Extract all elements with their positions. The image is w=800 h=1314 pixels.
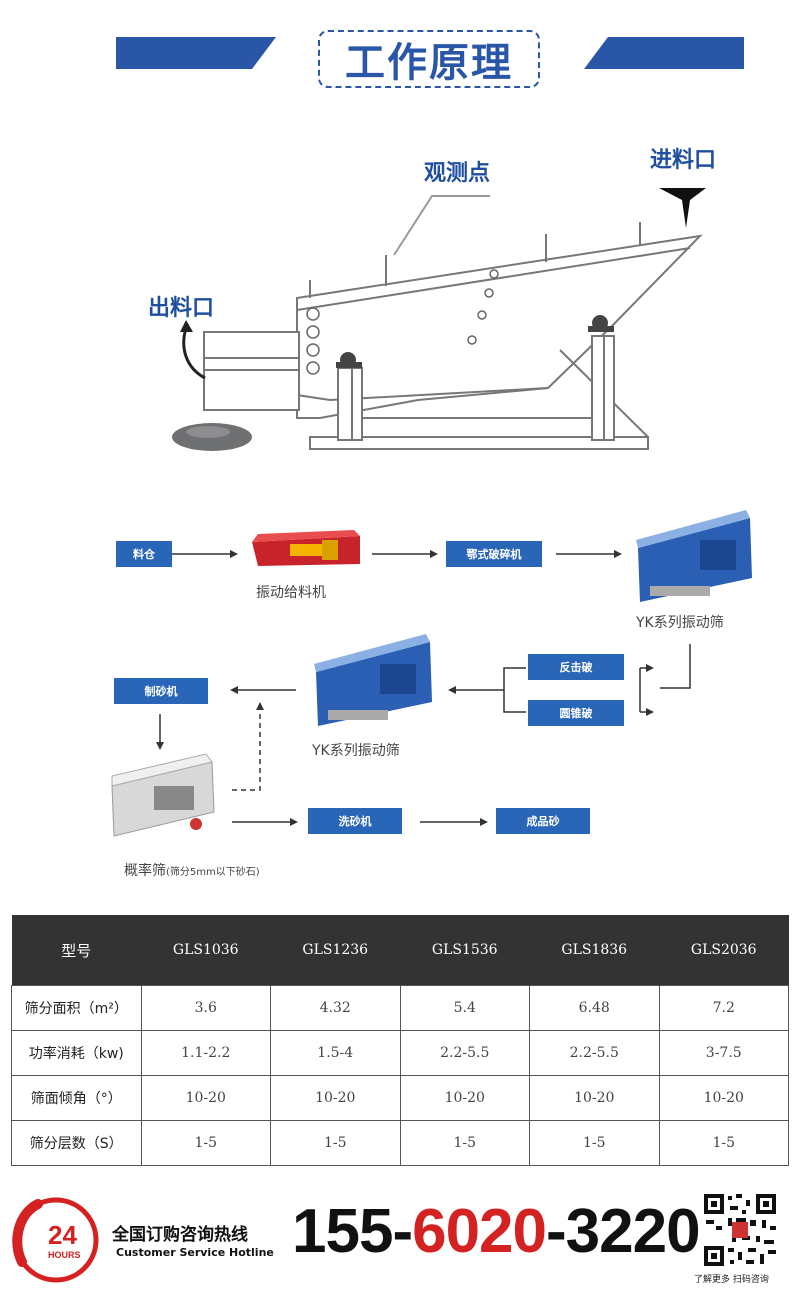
inlet-label: 进料口 <box>650 148 717 173</box>
phone-part-3: -3220 <box>546 1197 701 1266</box>
flow-box-bin: 料仓 <box>116 541 172 567</box>
spec-table: 型号 GLS1036 GLS1236 GLS1536 GLS1836 GLS20… <box>11 915 789 1166</box>
table-cell: 2.2-5.5 <box>399 1030 530 1076</box>
table-header-cell: 型号 <box>11 915 141 986</box>
table-cell: 3.6 <box>140 985 271 1031</box>
flow-caption-yk-screen-2: YK系列振动筛 <box>312 743 400 759</box>
table-cell: 4.32 <box>270 985 401 1031</box>
table-cell: 5.4 <box>399 985 530 1031</box>
table-row: 筛分层数（S） 1-5 1-5 1-5 1-5 1-5 <box>11 1120 789 1166</box>
table-header-cell: GLS2036 <box>659 915 789 986</box>
flow-box-impact-crusher: 反击破 <box>528 654 624 680</box>
table-cell: 1-5 <box>399 1120 530 1166</box>
table-row: 筛面倾角（°） 10-20 10-20 10-20 10-20 10-20 <box>11 1075 789 1121</box>
phone-number[interactable]: 155-6020-3220 <box>292 1196 701 1267</box>
yk-screen-2-image <box>314 634 432 726</box>
phone-part-2: 6020 <box>412 1197 547 1266</box>
phone-part-1: 155- <box>292 1197 413 1266</box>
observe-point-label: 观测点 <box>424 161 491 186</box>
qr-caption: 了解更多 扫码咨询 <box>694 1275 769 1285</box>
table-cell: 1-5 <box>270 1120 401 1166</box>
header-bar-right <box>584 37 744 69</box>
outlet-label: 出料口 <box>148 296 215 321</box>
table-cell: 筛面倾角（°） <box>11 1075 142 1121</box>
probability-screen-note: (筛分5mm以下砂石) <box>166 867 260 878</box>
table-header-cell: GLS1036 <box>141 915 271 986</box>
yk-screen-1-image <box>636 510 752 602</box>
table-cell: 1.1-2.2 <box>140 1030 271 1076</box>
probability-screen-image <box>111 753 215 837</box>
table-cell: 10-20 <box>658 1075 789 1121</box>
table-cell: 1-5 <box>529 1120 660 1166</box>
header-bar-left <box>116 37 276 69</box>
table-cell: 筛分层数（S） <box>11 1120 142 1166</box>
phone-24h-icon: 24 HOURS <box>12 1197 99 1283</box>
flow-box-jaw-crusher: 鄂式破碎机 <box>446 541 542 567</box>
table-cell: 7.2 <box>658 985 789 1031</box>
table-cell: 10-20 <box>270 1075 401 1121</box>
page-title: 工作原理 <box>318 30 540 88</box>
table-cell: 2.2-5.5 <box>529 1030 660 1076</box>
flow-box-sand-washer: 洗砂机 <box>308 808 402 834</box>
flow-box-sand-maker: 制砂机 <box>114 678 208 704</box>
table-cell: 筛分面积（m²） <box>11 985 142 1031</box>
vibrating-screen-diagram <box>172 188 706 451</box>
qr-code-icon[interactable] <box>702 1192 778 1268</box>
table-cell: 1-5 <box>658 1120 789 1166</box>
probability-screen-name: 概率筛 <box>124 863 166 879</box>
table-row: 筛分面积（m²） 3.6 4.32 5.4 6.48 7.2 <box>11 985 789 1031</box>
badge-text: HOURS <box>48 1250 81 1260</box>
flow-box-cone-crusher: 圆锥破 <box>528 700 624 726</box>
flow-caption-probability-screen: 概率筛(筛分5mm以下砂石) <box>124 860 260 880</box>
flow-connectors <box>111 510 752 837</box>
hotline-cn: 全国订购咨询热线 <box>112 1225 248 1245</box>
table-header-cell: GLS1536 <box>400 915 530 986</box>
flow-box-finished-sand: 成品砂 <box>496 808 590 834</box>
table-cell: 功率消耗（kw) <box>11 1030 142 1076</box>
table-cell: 10-20 <box>140 1075 271 1121</box>
table-cell: 10-20 <box>529 1075 660 1121</box>
feeder-machine-image <box>252 530 360 566</box>
table-cell: 3-7.5 <box>658 1030 789 1076</box>
table-cell: 1.5-4 <box>270 1030 401 1076</box>
badge-number: 24 <box>48 1220 77 1250</box>
flow-caption-yk-screen-1: YK系列振动筛 <box>636 615 724 631</box>
table-cell: 6.48 <box>529 985 660 1031</box>
table-header-cell: GLS1236 <box>270 915 400 986</box>
table-row: 功率消耗（kw) 1.1-2.2 1.5-4 2.2-5.5 2.2-5.5 3… <box>11 1030 789 1076</box>
table-cell: 1-5 <box>140 1120 271 1166</box>
table-cell: 10-20 <box>399 1075 530 1121</box>
flow-caption-feeder: 振动给料机 <box>256 585 326 601</box>
table-header-cell: GLS1836 <box>529 915 659 986</box>
table-header-row: 型号 GLS1036 GLS1236 GLS1536 GLS1836 GLS20… <box>11 915 789 986</box>
hotline-en: Customer Service Hotline <box>116 1246 274 1259</box>
